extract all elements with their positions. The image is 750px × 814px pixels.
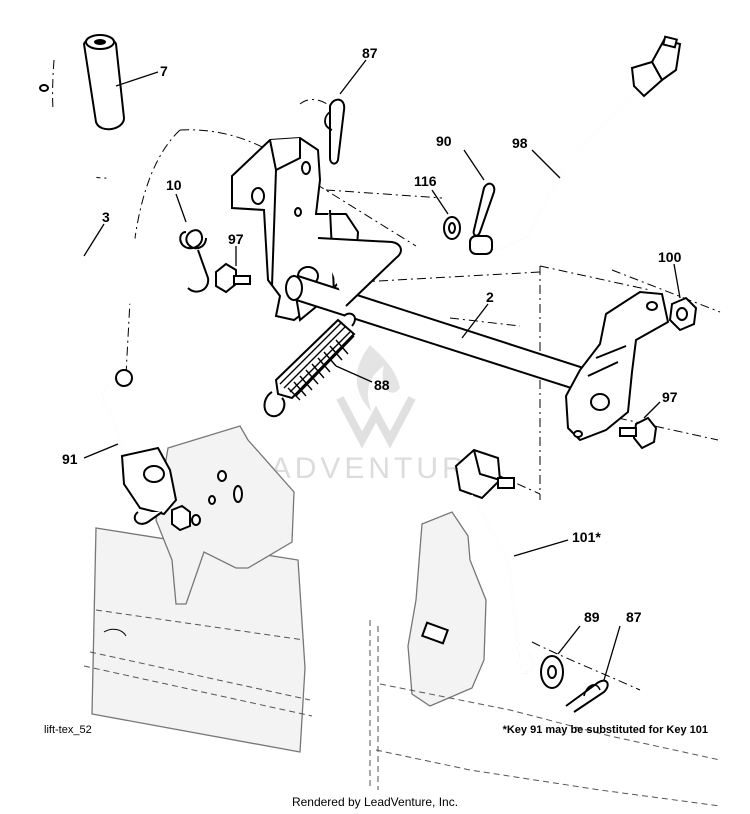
part-87-hairpin-clip-bottom xyxy=(565,679,609,713)
callout-3: 3 xyxy=(102,209,110,225)
callout-91: 91 xyxy=(62,451,78,467)
part-90-hairpin-clip xyxy=(472,182,496,237)
spring-rod xyxy=(317,237,402,307)
part-89-washer xyxy=(540,655,564,689)
callout-89: 89 xyxy=(584,609,600,625)
callout-97-top: 97 xyxy=(228,231,244,247)
part-88-extension-spring xyxy=(263,312,356,418)
render-credit: Rendered by LeadVenture, Inc. xyxy=(291,795,459,809)
callout-7: 7 xyxy=(160,63,168,79)
callout-116: 116 xyxy=(414,173,437,189)
part-97-bolt-right xyxy=(619,416,658,450)
part-91-lift-arm xyxy=(100,369,201,532)
right-lift-arm xyxy=(564,290,670,442)
part-3-lift-lever xyxy=(38,84,158,304)
part-101-lift-arm xyxy=(454,448,535,675)
diagram-id: lift-tex_52 xyxy=(44,724,92,736)
callout-101: 101* xyxy=(572,529,601,545)
part-100-nut xyxy=(668,296,698,332)
leader-lines xyxy=(83,59,681,681)
callout-labels: 7 87 10 3 97 90 98 116 100 2 88 97 91 10… xyxy=(62,45,682,625)
callout-88: 88 xyxy=(374,377,390,393)
part-7-handle-grip xyxy=(82,34,126,131)
callout-97-right: 97 xyxy=(662,389,678,405)
substitution-footnote: *Key 91 may be substituted for Key 101 xyxy=(502,724,708,736)
part-10-spring xyxy=(179,229,210,293)
callout-100: 100 xyxy=(658,249,682,265)
callout-87-top: 87 xyxy=(362,45,378,61)
callout-2: 2 xyxy=(486,289,494,305)
part-97-bolt-top xyxy=(215,262,251,294)
deck-left-panel xyxy=(83,425,313,753)
callout-10: 10 xyxy=(166,177,182,193)
part-98-lift-link xyxy=(469,35,682,255)
part-116-washer xyxy=(443,216,461,240)
callout-90: 90 xyxy=(436,133,452,149)
part-87-hairpin-clip-top xyxy=(324,98,346,165)
deck-right-panel xyxy=(369,511,721,807)
callout-98: 98 xyxy=(512,135,528,151)
callout-87-bottom: 87 xyxy=(626,609,642,625)
